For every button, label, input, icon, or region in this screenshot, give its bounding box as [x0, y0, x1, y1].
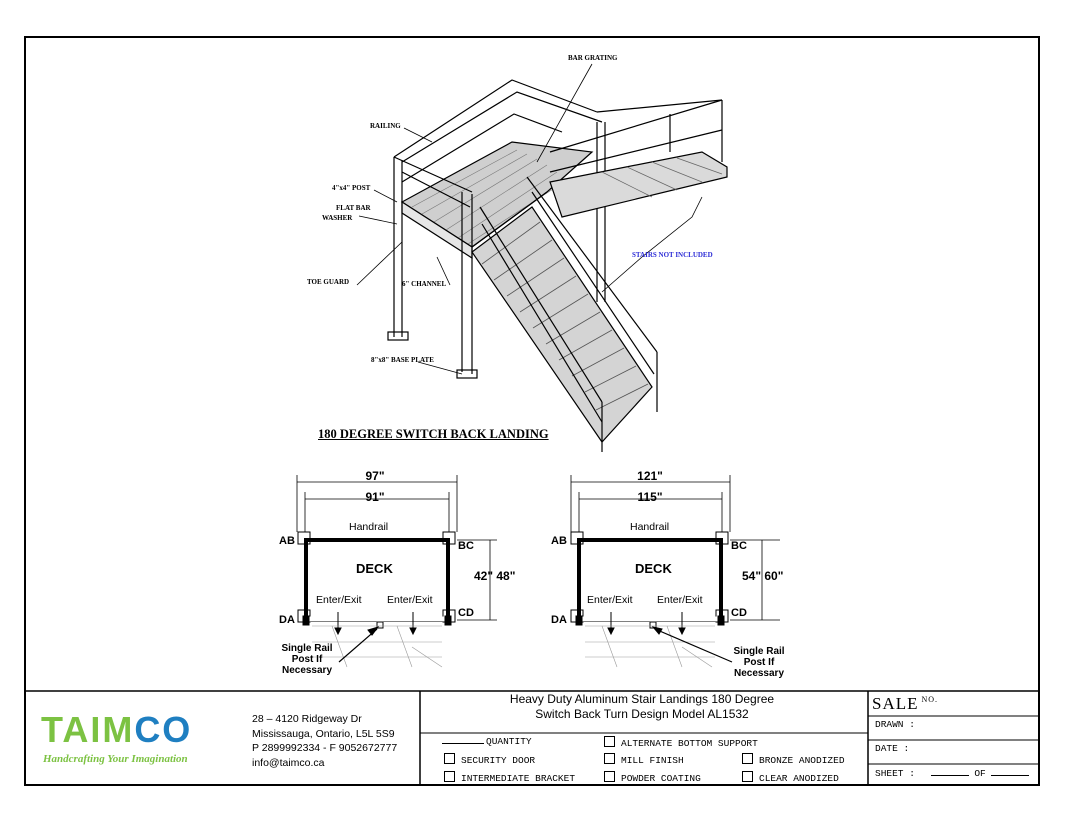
label-security-door: SECURITY DOOR [461, 755, 536, 766]
company-logo: TAIMCO [41, 709, 192, 751]
label-clear-anodized: CLEAR ANODIZED [759, 773, 839, 784]
callout-bar-grating: BAR GRATING [568, 54, 618, 62]
product-title-line1: Heavy Duty Aluminum Stair Landings 180 D… [509, 692, 775, 706]
sale-no-label: NO. [921, 695, 939, 705]
plan1-post-note-line2: Post If [291, 654, 323, 665]
quantity-field[interactable]: QUANTITY [442, 736, 532, 747]
plan2-inner-width: 115" [637, 490, 663, 504]
plan2-post-note-line1: Single Rail [733, 646, 785, 657]
plan2-handrail: Handrail [630, 521, 670, 533]
label-powder-coating: POWDER COATING [621, 773, 701, 784]
plan1-enter-exit-left: Enter/Exit [316, 594, 362, 606]
quantity-label: QUANTITY [486, 736, 532, 747]
option-intermediate-bracket[interactable]: INTERMEDIATE BRACKET [444, 771, 575, 784]
checkbox-mill-finish[interactable] [604, 753, 615, 764]
plan2-post-note-line3: Necessary [733, 668, 785, 679]
option-clear-anodized[interactable]: CLEAR ANODIZED [742, 771, 839, 784]
checkbox-bronze-anodized[interactable] [742, 753, 753, 764]
plan1-corner-da: DA [279, 614, 295, 626]
plan2-enter-exit-right: Enter/Exit [657, 594, 703, 606]
plan1-handrail: Handrail [349, 521, 389, 533]
plan-121 [570, 475, 780, 668]
plan2-post-note: Single Rail Post If Necessary [724, 646, 794, 679]
plan1-deck: DECK [356, 561, 393, 576]
product-title-line2: Switch Back Turn Design Model AL1532 [535, 707, 749, 721]
plan1-enter-exit-right: Enter/Exit [387, 594, 433, 606]
sale-label: SALE [872, 694, 919, 713]
address-phone-fax: P 2899992334 - F 9052672777 [252, 742, 398, 754]
label-mill-finish: MILL FINISH [621, 755, 684, 766]
checkbox-intermediate-bracket[interactable] [444, 771, 455, 782]
title-block: TAIMCO Handcrafting Your Imagination 28 … [24, 689, 1040, 786]
drawing-sheet [24, 36, 1040, 786]
option-powder-coating[interactable]: POWDER COATING [604, 771, 701, 784]
plan2-corner-bc: BC [731, 540, 747, 552]
callout-channel: 6" CHANNEL [402, 280, 447, 288]
sheet-total-blank[interactable] [991, 767, 1030, 776]
landing-drawing [26, 63, 1038, 784]
callout-flat-bar: FLAT BAR [336, 204, 371, 212]
drawn-field[interactable]: DRAWN : [875, 719, 915, 730]
plan-97 [296, 475, 497, 668]
plan1-post-note-line3: Necessary [281, 665, 333, 676]
plan2-depths: 54" 60" [742, 569, 784, 583]
callout-stairs-not-included: STAIRS NOT INCLUDED [632, 251, 713, 259]
option-alternate-bottom-support[interactable]: ALTERNATE BOTTOM SUPPORT [604, 736, 758, 749]
logo-part-green: TAIM [41, 709, 135, 750]
isometric-landing [387, 79, 728, 452]
plan1-corner-bc: BC [458, 540, 474, 552]
product-title: Heavy Duty Aluminum Stair Landings 180 D… [419, 692, 865, 722]
diagram-title: 180 DEGREE SWITCH BACK LANDING [318, 427, 549, 441]
plan2-corner-ab: AB [551, 535, 567, 547]
plan2-corner-cd: CD [731, 607, 747, 619]
plan1-outer-width: 97" [365, 469, 385, 483]
plan1-post-note: Single Rail Post If Necessary [272, 643, 342, 676]
label-intermediate-bracket: INTERMEDIATE BRACKET [461, 773, 576, 784]
plan1-post-note-line1: Single Rail [281, 643, 333, 654]
callout-toe-guard: TOE GUARD [307, 278, 350, 286]
plan1-inner-width: 91" [365, 490, 385, 504]
sheet-label: SHEET : [875, 768, 915, 779]
address-city: Mississauga, Ontario, L5L 5S9 [252, 727, 395, 740]
leader-lines [356, 63, 703, 375]
sheet-field[interactable]: SHEET : OF [875, 767, 1030, 779]
address-email: info@taimco.ca [252, 756, 325, 769]
company-address: 28 – 4120 Ridgeway Dr Mississauga, Ontar… [252, 712, 397, 770]
plan1-corner-ab: AB [279, 535, 295, 547]
checkbox-security-door[interactable] [444, 753, 455, 764]
logo-part-blue: CO [134, 709, 193, 750]
plan1-corner-cd: CD [458, 607, 474, 619]
callout-railing: RAILING [370, 122, 401, 130]
label-bronze-anodized: BRONZE ANODIZED [759, 755, 845, 766]
callout-washer: WASHER [322, 214, 353, 222]
checkbox-powder-coating[interactable] [604, 771, 615, 782]
callout-post: 4"x4" POST [332, 184, 371, 192]
plan2-outer-width: 121" [637, 469, 663, 483]
plan1-depths: 42" 48" [474, 569, 516, 583]
date-field[interactable]: DATE : [875, 743, 910, 754]
sheet-number-blank[interactable] [930, 767, 969, 776]
address-street: 28 – 4120 Ridgeway Dr [252, 713, 362, 725]
plan2-post-note-line2: Post If [743, 657, 775, 668]
logo-tagline: Handcrafting Your Imagination [43, 753, 188, 765]
callout-base-plate: 8"x8" BASE PLATE [371, 356, 434, 364]
plan2-deck: DECK [635, 561, 672, 576]
checkbox-alternate-bottom-support[interactable] [604, 736, 615, 747]
quantity-blank[interactable] [442, 743, 484, 744]
label-alternate-bottom-support: ALTERNATE BOTTOM SUPPORT [621, 738, 758, 749]
plan2-enter-exit-left: Enter/Exit [587, 594, 633, 606]
title-block-grid [26, 690, 1038, 784]
plan2-corner-da: DA [551, 614, 567, 626]
option-security-door[interactable]: SECURITY DOOR [444, 753, 535, 766]
sheet-of-label: OF [974, 768, 986, 779]
option-bronze-anodized[interactable]: BRONZE ANODIZED [742, 753, 845, 766]
checkbox-clear-anodized[interactable] [742, 771, 753, 782]
option-mill-finish[interactable]: MILL FINISH [604, 753, 684, 766]
